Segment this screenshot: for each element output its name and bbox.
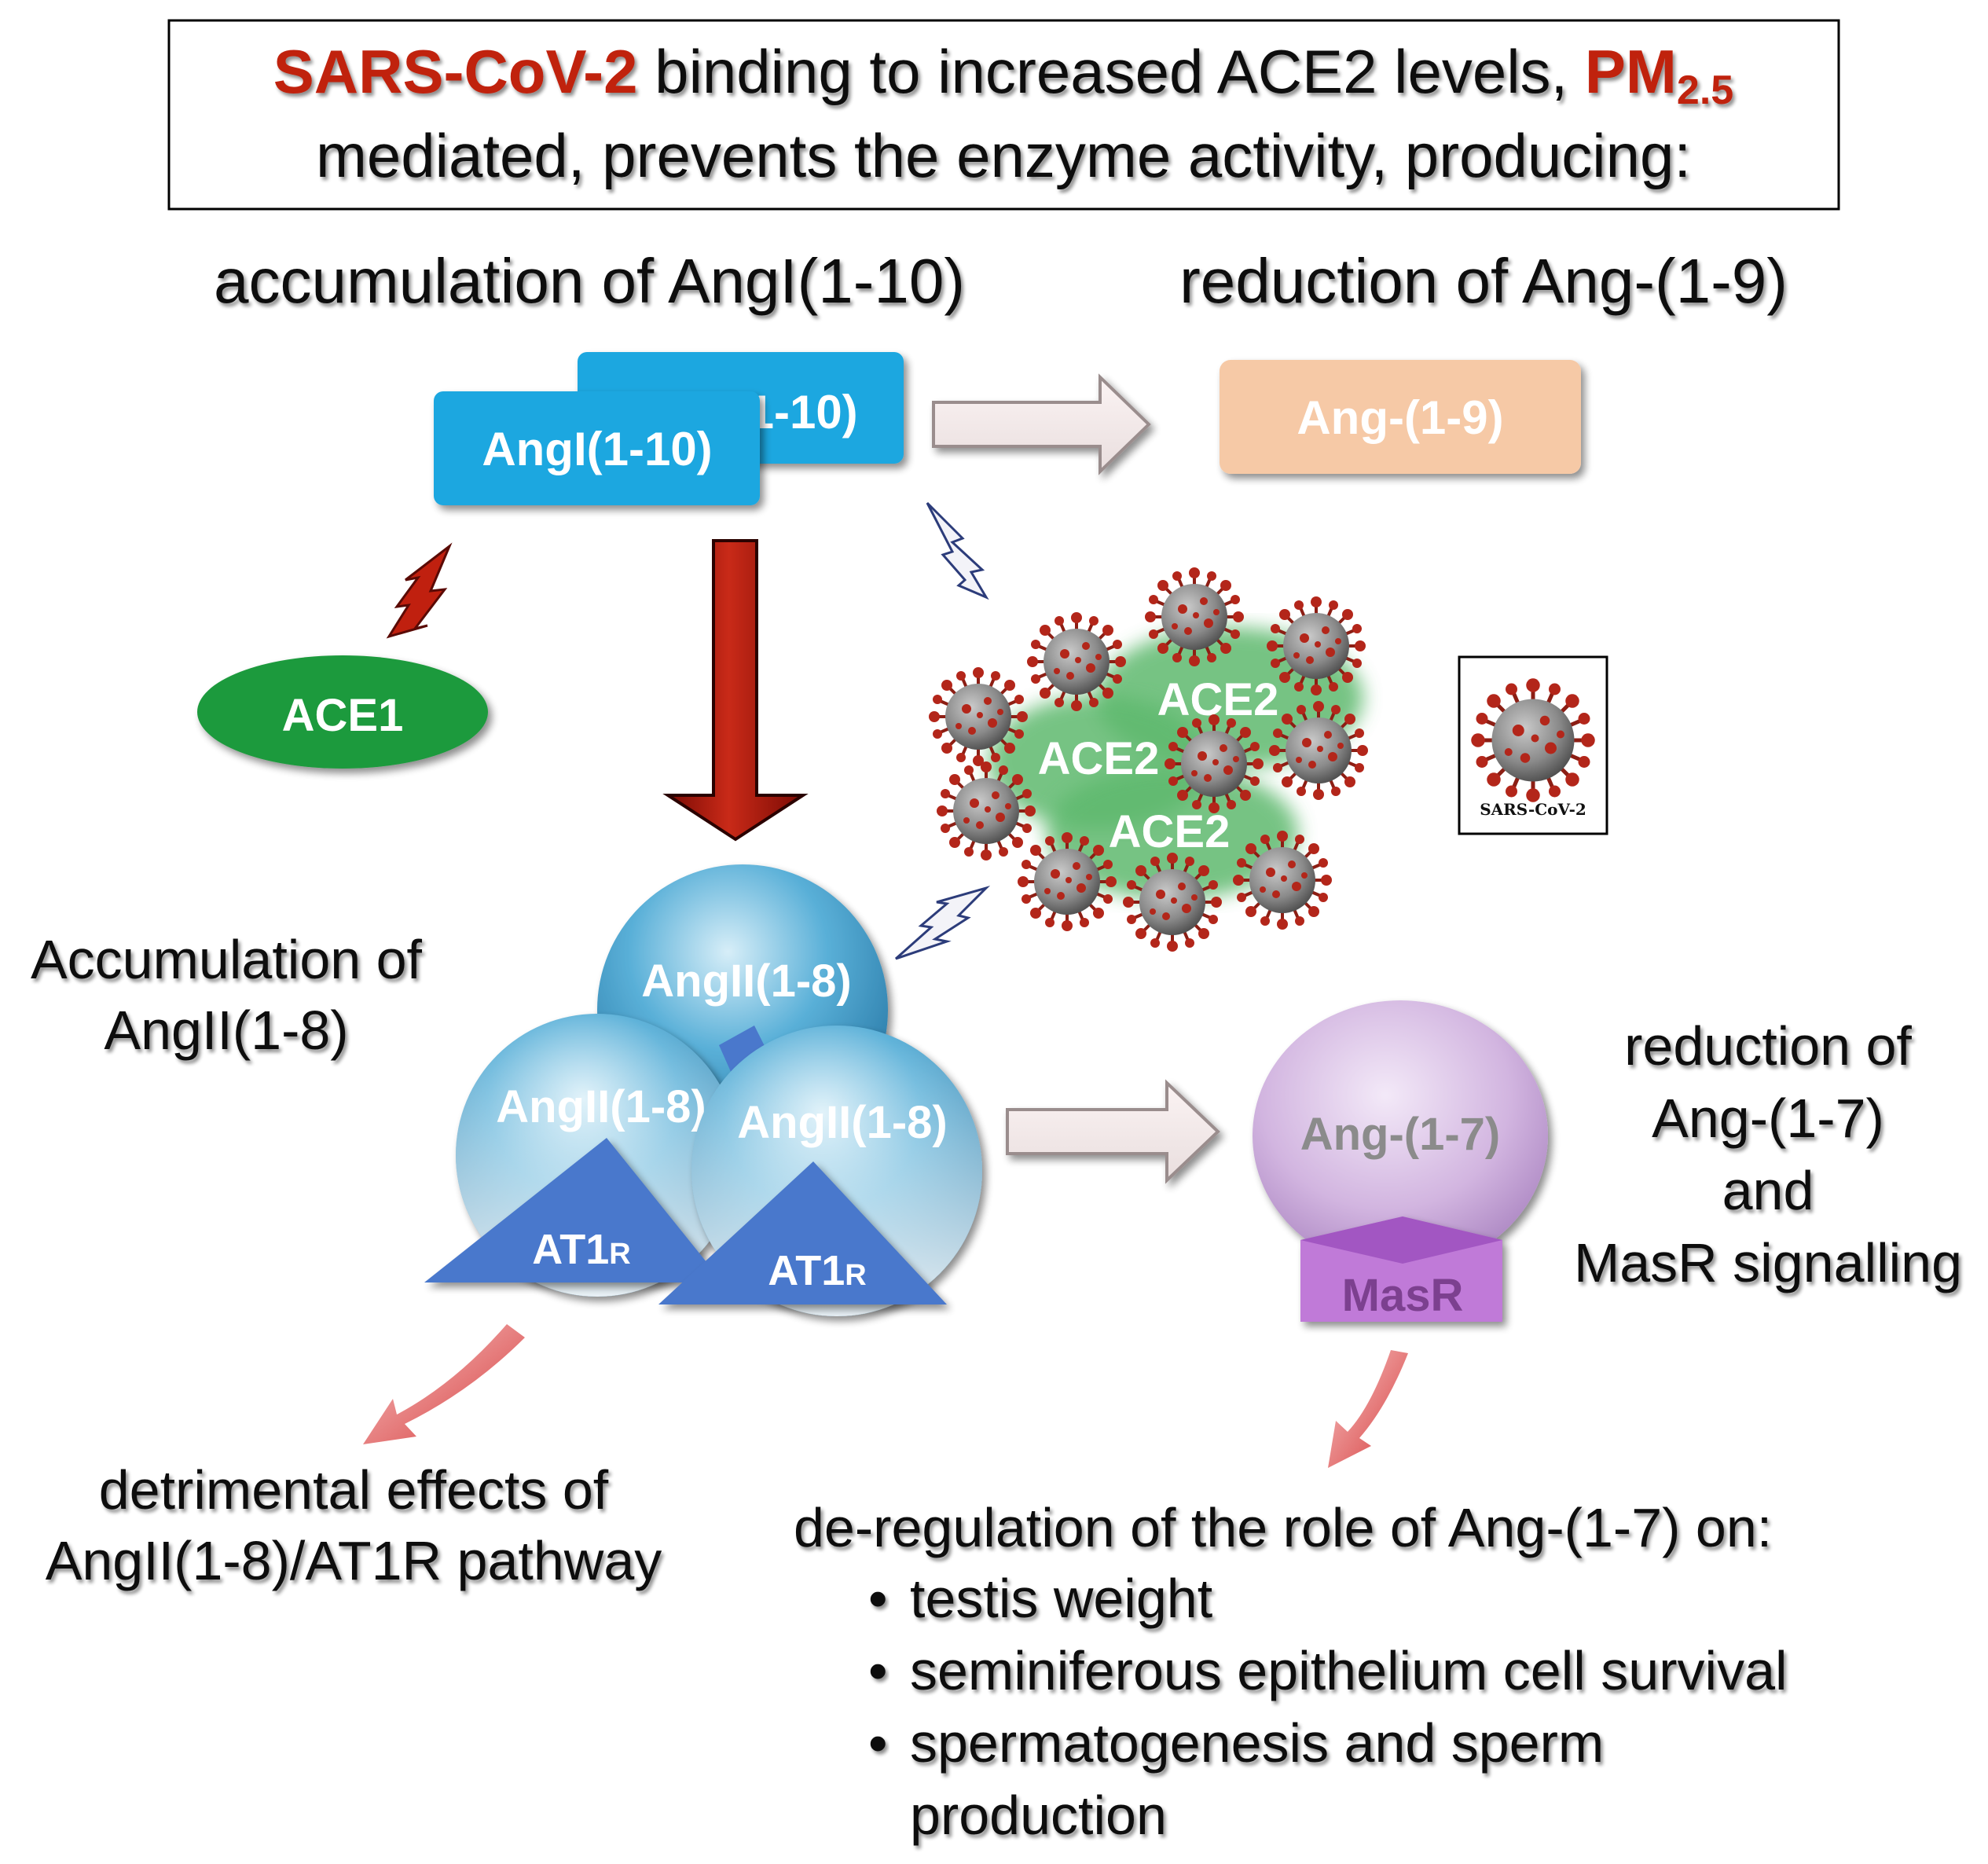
bullet-item-2: seminiferous epithelium cell survival — [910, 1640, 1788, 1701]
bullet-dot: • — [868, 1640, 888, 1701]
label-reduction-ang17-1: reduction of — [1624, 1015, 1912, 1077]
arrow-to-detrimental — [363, 1324, 525, 1444]
label-accumulation-angII-1: Accumulation of — [31, 929, 423, 990]
bullet-dot: • — [868, 1712, 888, 1774]
arrow-angI-to-ang19 — [932, 373, 1151, 475]
virus-legend: SARS-CoV-2 — [1458, 655, 1608, 835]
label-reduction-ang17-2: Ang-(1-7) — [1652, 1088, 1884, 1149]
label-accumulation-angII-2: AngII(1-8) — [104, 1000, 348, 1061]
header-pm: PM — [1585, 37, 1677, 106]
label-reduction-ang17-4: MasR signalling — [1574, 1232, 1962, 1293]
header-line-1: SARS-CoV-2 binding to increased ACE2 lev… — [273, 37, 1733, 113]
arrow-to-deregulation — [1328, 1350, 1408, 1468]
ang17-sphere: Ang-(1-7) — [1253, 1000, 1548, 1271]
at1r-right-label: AT1R — [768, 1247, 866, 1294]
arrow-angII-to-ang17 — [1006, 1079, 1220, 1184]
virus-particle — [935, 760, 1037, 862]
ace1-inhibition-bolt — [386, 542, 453, 639]
ang19-box: Ang-(1-9) — [1220, 360, 1581, 474]
effects-bullet-list: • testis weight • seminiferous epitheliu… — [868, 1568, 1788, 1846]
virus-particle — [1231, 829, 1333, 931]
masr-receptor: MasR — [1300, 1216, 1502, 1322]
header-text: binding to increased ACE2 levels, — [638, 37, 1585, 106]
bullet-dot: • — [868, 1568, 888, 1629]
virus-particle — [1265, 595, 1367, 697]
effects-left-line1: detrimental effects of — [99, 1459, 609, 1521]
ace2-bolt-lower — [895, 885, 991, 960]
bullet-item-3-cont: production — [910, 1785, 1167, 1846]
bullet-item-3: spermatogenesis and sperm — [910, 1712, 1604, 1774]
virus-particle — [927, 666, 1029, 768]
effects-left-line2: AngII(1-8)/AT1R pathway — [46, 1530, 662, 1591]
at1r-right: AT1R — [658, 1161, 947, 1304]
ang17-label: Ang-(1-7) — [1300, 1109, 1501, 1160]
virus-particle — [1121, 851, 1223, 953]
virus-legend-label: SARS-CoV-2 — [1480, 800, 1586, 819]
ace1-ellipse: ACE1 — [197, 655, 488, 769]
virus-particle — [1143, 566, 1245, 668]
ace2-bolt-upper — [926, 501, 989, 600]
virus-particle — [1016, 831, 1118, 933]
header-pm-sub: 2.5 — [1677, 68, 1733, 113]
label-reduction-ang19: reduction of Ang-(1-9) — [1179, 246, 1788, 316]
ang19-label: Ang-(1-9) — [1297, 391, 1503, 444]
angI-front-label: AngI(1-10) — [482, 423, 712, 475]
ace1-label: ACE1 — [282, 690, 404, 741]
at1r-left: AT1R — [424, 1138, 723, 1282]
virus-particle — [1267, 699, 1370, 802]
angII-left-label: AngII(1-8) — [496, 1081, 706, 1132]
masr-label: MasR — [1342, 1270, 1464, 1321]
ace2-label-c: ACE2 — [1109, 806, 1231, 857]
effects-right-title: de-regulation of the role of Ang-(1-7) o… — [794, 1497, 1772, 1558]
virus-legend-icon — [1471, 678, 1595, 802]
header-box — [167, 19, 1840, 211]
angII-right-label: AngII(1-8) — [737, 1097, 947, 1148]
bullet-item-1: testis weight — [910, 1568, 1212, 1629]
header-virus-name: SARS-CoV-2 — [273, 37, 638, 106]
ace2-label-b: ACE2 — [1038, 733, 1160, 784]
label-reduction-ang17-3: and — [1722, 1160, 1814, 1221]
virus-particle — [1163, 713, 1265, 815]
at1r-left-label: AT1R — [532, 1226, 630, 1273]
angI-box-front: AngI(1-10) — [434, 391, 760, 505]
label-accumulation-angI: accumulation of AngI(1-10) — [214, 246, 965, 316]
virus-particle — [1025, 611, 1128, 713]
big-down-arrow — [662, 539, 809, 842]
angII-top-label: AngII(1-8) — [641, 956, 851, 1007]
header-line-2: mediated, prevents the enzyme activity, … — [316, 121, 1691, 190]
